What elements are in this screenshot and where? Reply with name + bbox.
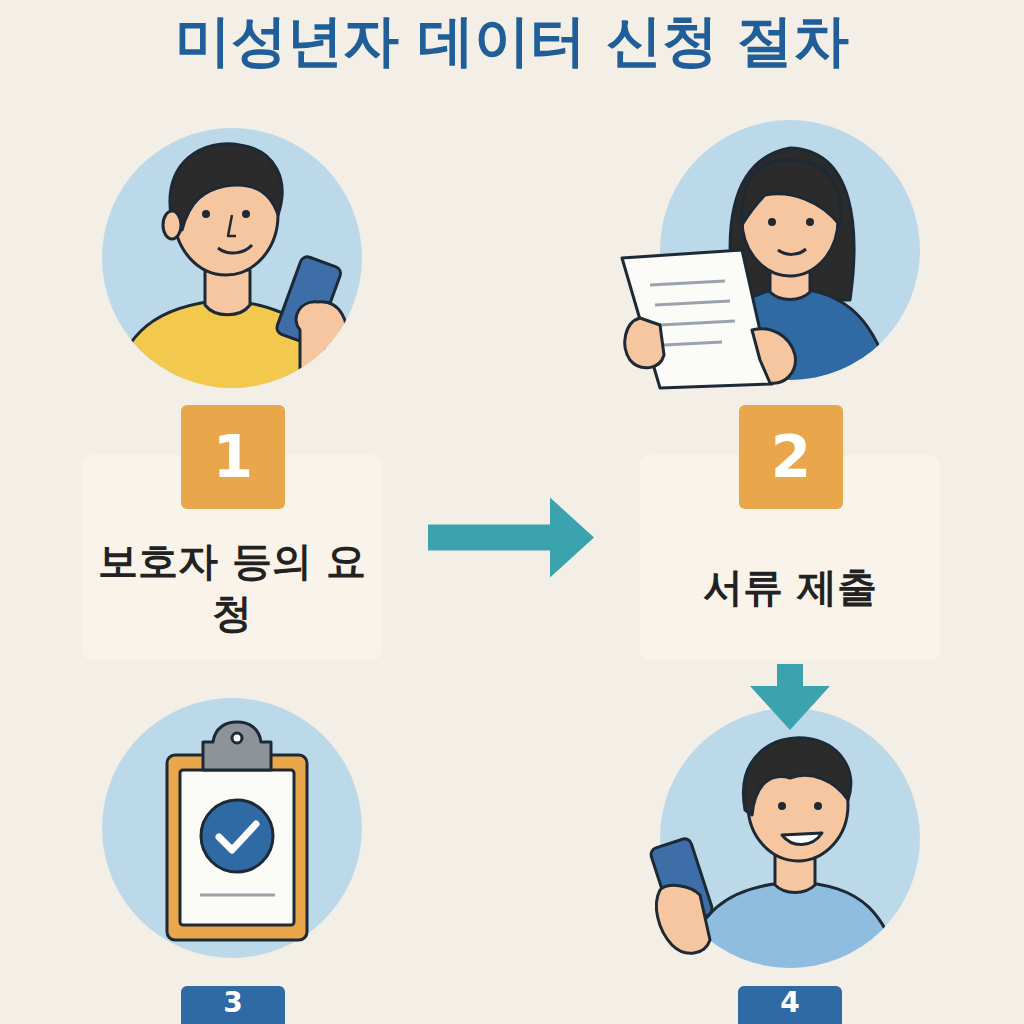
callout-number: 3	[223, 986, 242, 1019]
flow-arrow	[428, 498, 594, 578]
clipboard-check	[102, 698, 362, 958]
person-document	[622, 120, 920, 400]
callout-number: 2	[739, 405, 843, 509]
step-label: 서류 제출	[650, 561, 930, 613]
step-label: 보호자 등의 요청	[92, 535, 372, 639]
down-arrow	[750, 664, 830, 730]
step-box: 1보호자 등의 요청	[82, 455, 382, 660]
step-number: 3	[181, 986, 285, 1024]
step-number: 4	[738, 986, 842, 1024]
callout-number: 1	[181, 405, 285, 509]
callout-number: 4	[780, 986, 799, 1019]
diagram-title: 미성년자 데이터 신청 절차	[0, 4, 1024, 80]
person-phone	[102, 128, 362, 400]
person-phone	[649, 708, 920, 990]
step-box: 2서류 제출	[640, 455, 940, 660]
